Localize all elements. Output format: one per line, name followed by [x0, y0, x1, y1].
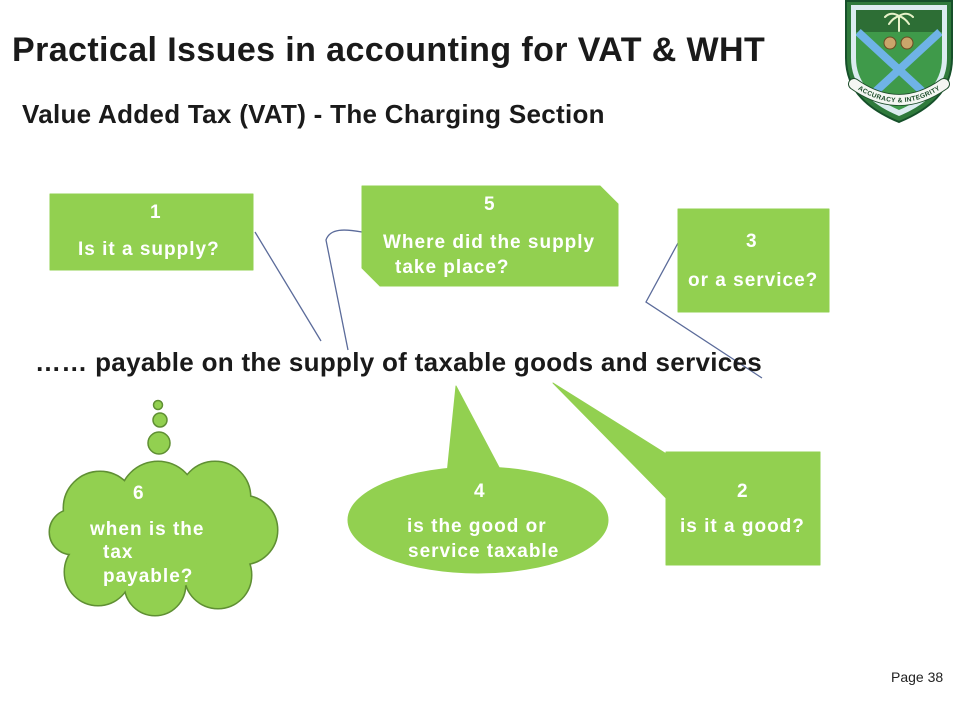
callout-taxable-text: is the good or: [407, 516, 547, 537]
thought-bubbles: [147, 399, 171, 455]
coin-icon: [900, 36, 914, 50]
callout-time-text: when is the: [90, 519, 205, 540]
callout-place-text: Where did the supply: [383, 232, 596, 253]
callout-time-text: payable?: [103, 566, 194, 587]
thought-bubble-medium: [152, 412, 168, 428]
callout-good-shape: [552, 382, 821, 566]
cloud-center: [108, 488, 212, 592]
connector-service: [645, 242, 763, 379]
callout-service-number: 3: [746, 231, 758, 252]
callout-good-box: [665, 451, 821, 566]
callout-time-text: tax: [103, 542, 134, 563]
callout-supply-number: 1: [150, 202, 162, 223]
slide-subtitle: Value Added Tax (VAT) - The Charging Sec…: [22, 99, 605, 129]
page-number: Page 38: [891, 669, 944, 685]
callout-taxable-oval: [347, 466, 609, 574]
connector-supply: [254, 231, 322, 342]
cloud-body: [50, 462, 277, 615]
crest-shield-icon: ACCURACY & INTEGRITY: [845, 0, 953, 124]
callout-taxable-shape: [347, 385, 609, 574]
callout-taxable-text: service taxable: [408, 541, 560, 562]
motto-ribbon-inner: [849, 79, 949, 105]
palm-tree-icon: [884, 12, 914, 32]
connector-lines: [254, 229, 763, 379]
callout-service-text: or a service?: [688, 270, 819, 291]
callout-supply-text: Is it a supply?: [78, 239, 220, 260]
connector-place: [325, 229, 363, 351]
callout-place-text: take place?: [395, 257, 510, 278]
callout-place-number: 5: [484, 194, 496, 215]
callout-time-cloud: [48, 399, 279, 617]
callout-taxable-pointer: [446, 385, 503, 475]
slide-title: Practical Issues in accounting for VAT &…: [12, 31, 766, 69]
thought-bubble-small: [152, 399, 164, 411]
coin-icon: [883, 36, 897, 50]
callout-supply-box: [49, 193, 254, 271]
callout-taxable-number: 4: [474, 481, 486, 502]
callout-good-number: 2: [737, 481, 749, 502]
callout-place-box: [361, 185, 619, 287]
callout-time-number: 6: [133, 483, 145, 504]
charging-statement: …… payable on the supply of taxable good…: [35, 347, 763, 377]
cloud-lobe: [50, 510, 94, 554]
thought-bubble-large: [147, 431, 171, 455]
callout-service-box: [677, 208, 830, 313]
callout-good-text: is it a good?: [680, 516, 805, 537]
